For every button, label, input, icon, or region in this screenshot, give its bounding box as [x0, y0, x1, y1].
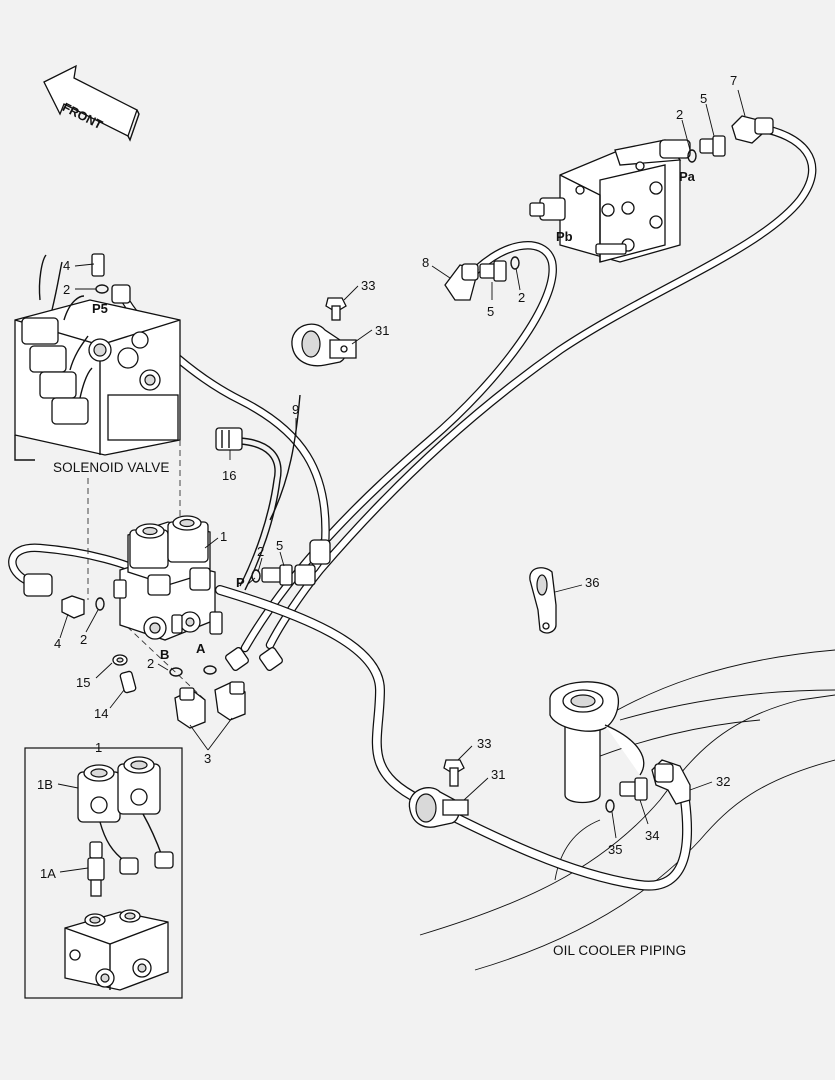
fitting-4-bottom	[23, 573, 85, 619]
fitting-5-pa	[699, 135, 726, 157]
oil-cooler-outline	[419, 649, 835, 971]
solenoid-valve-1	[113, 515, 223, 641]
callout-33: 33	[477, 736, 492, 751]
port-p5-label: P5	[92, 301, 108, 316]
callout-2: 2	[676, 107, 684, 122]
oring-2-pa	[687, 149, 697, 163]
oring-2-a	[203, 665, 217, 675]
bolt-33-top	[325, 297, 347, 321]
oring-35	[605, 799, 615, 813]
callout-9: 9	[292, 402, 300, 417]
callout-8: 8	[422, 255, 430, 270]
hose-left-loop	[8, 543, 145, 587]
fitting-7-elbow	[731, 115, 774, 144]
callout-35: 35	[608, 842, 623, 857]
port-p-label: P	[236, 575, 245, 590]
callout-2: 2	[147, 656, 155, 671]
clamp-31-top	[291, 323, 357, 367]
plug-15	[112, 654, 128, 666]
port-b-label: B	[160, 647, 170, 662]
hose-pa-to-main	[265, 123, 817, 650]
callout-4: 4	[63, 258, 71, 273]
fitting-8-elbow	[444, 263, 479, 301]
fitting-34	[619, 777, 648, 801]
callout-1a: 1A	[40, 866, 56, 881]
oil-cooler-caption: OIL COOLER PIPING	[553, 943, 687, 958]
hose-16-harness	[239, 394, 301, 591]
connector-16	[215, 427, 243, 451]
callout-5: 5	[487, 304, 495, 319]
fittings-3	[174, 681, 246, 729]
oring-2-p	[251, 569, 261, 583]
callout-4: 4	[54, 636, 62, 651]
callout-2: 2	[80, 632, 88, 647]
port-pb-label: Pb	[556, 229, 573, 244]
fitting-5-pb	[479, 260, 507, 282]
callout-31: 31	[491, 767, 506, 782]
callout-5: 5	[276, 538, 284, 553]
leader-lines	[59, 89, 746, 839]
hose-end-fittings	[224, 539, 331, 672]
callout-7: 7	[730, 73, 738, 88]
port-a-label: A	[196, 641, 206, 656]
fitting-32-elbow	[651, 759, 691, 805]
callout-33: 33	[361, 278, 376, 293]
callout-36: 36	[585, 575, 600, 590]
callout-1: 1	[220, 529, 228, 544]
oil-cooler-flange	[549, 681, 645, 804]
control-valve	[529, 139, 691, 263]
bolt-33-bottom	[443, 759, 465, 787]
oring-2-bottom	[95, 597, 105, 611]
callout-5: 5	[700, 91, 708, 106]
callout-2: 2	[257, 544, 265, 559]
oring-2-p5	[95, 284, 109, 294]
callout-3: 3	[204, 751, 212, 766]
front-arrow-icon	[43, 64, 140, 142]
callout-14: 14	[94, 706, 109, 721]
callout-16: 16	[222, 468, 237, 483]
callout-2: 2	[518, 290, 526, 305]
oring-2-b	[169, 667, 183, 677]
hose-pb-to-main	[240, 241, 557, 653]
oring-2-pb	[510, 256, 520, 270]
clamp-36	[529, 567, 557, 634]
callout-2: 2	[63, 282, 71, 297]
callout-1b: 1B	[37, 777, 53, 792]
oil-cooler-pipe	[215, 585, 693, 891]
solenoid-valve-caption: SOLENOID VALVE	[53, 460, 170, 475]
fitting-5-p	[261, 564, 316, 586]
clamp-31-bottom	[408, 787, 469, 828]
callout-15: 15	[76, 675, 91, 690]
callout-31: 31	[375, 323, 390, 338]
screw-14	[119, 670, 137, 694]
callout-32: 32	[716, 774, 731, 789]
callout-1-inset: 1	[95, 740, 103, 755]
callout-34: 34	[645, 828, 660, 843]
port-pa-label: Pa	[679, 169, 695, 184]
fitting-4-top	[91, 253, 131, 304]
solenoid-valve-bank	[14, 254, 181, 461]
inset-detail-box	[24, 747, 183, 999]
